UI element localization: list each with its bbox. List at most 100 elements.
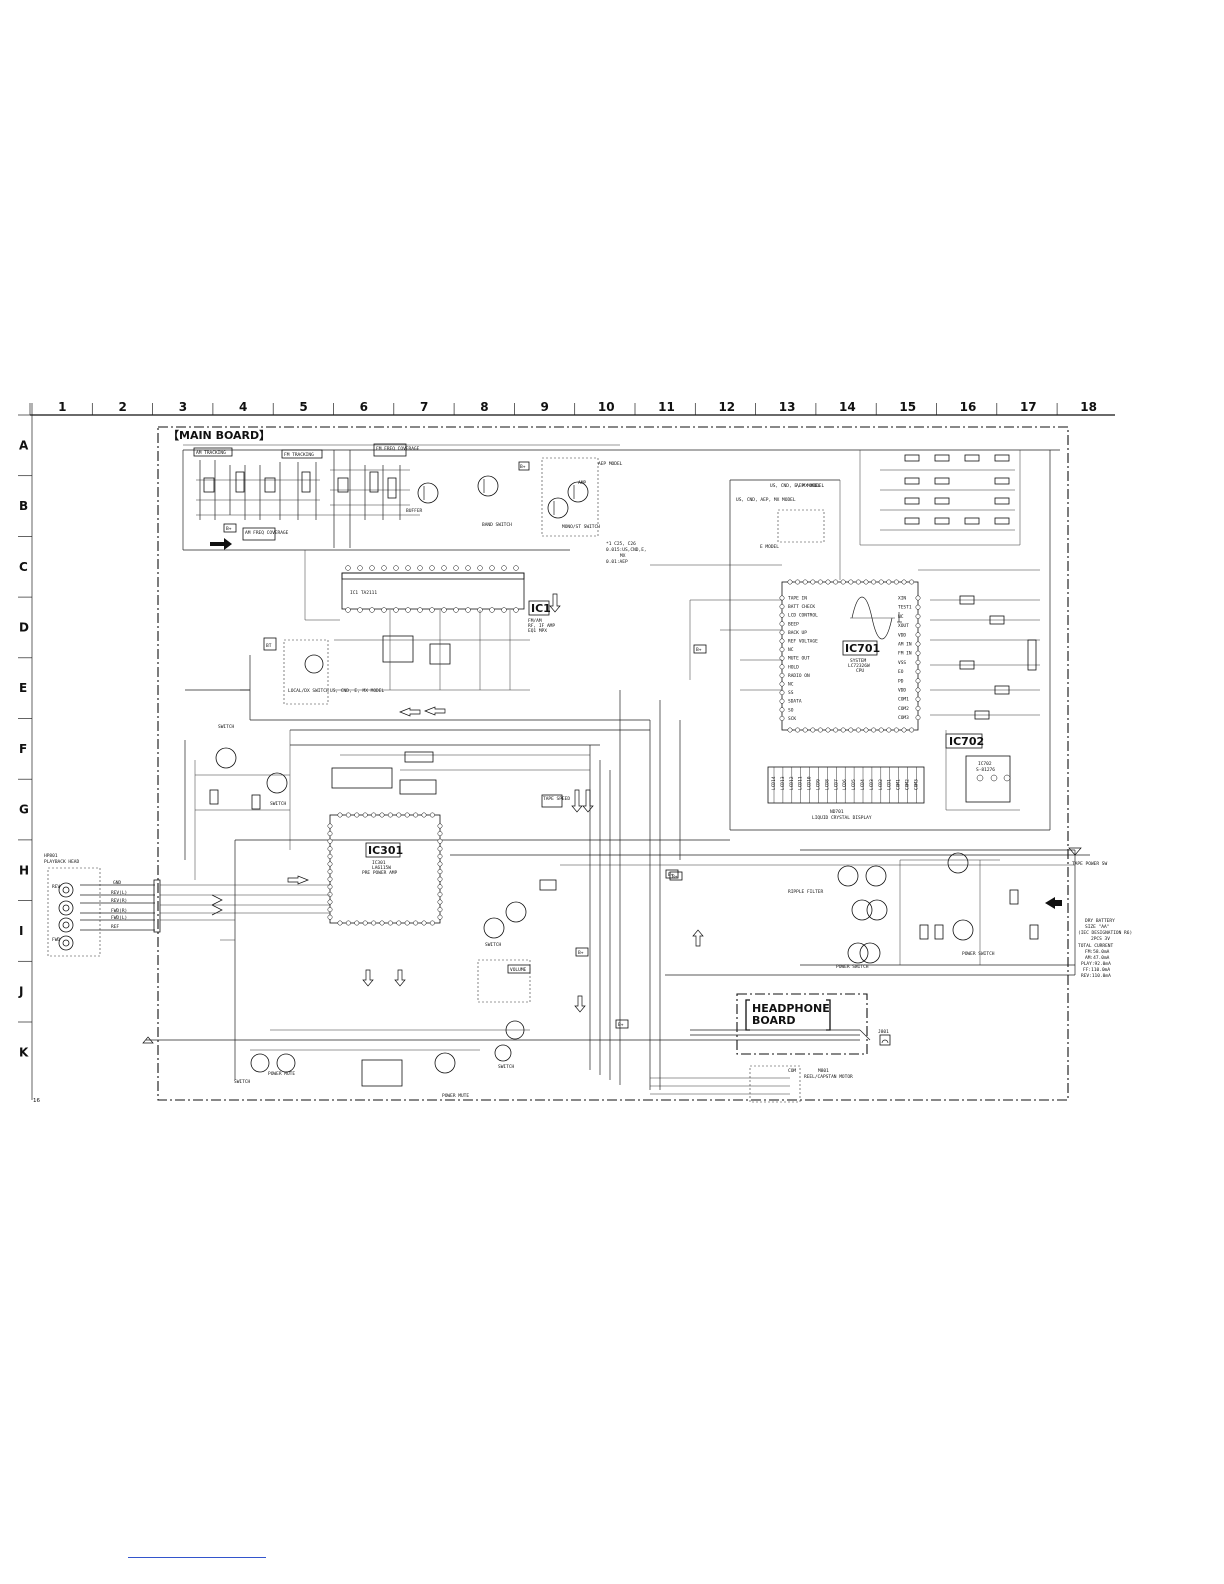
ripple-filter-label-a: RIPPLE FILTER: [788, 889, 824, 895]
ic701-pin-label: TEST1: [898, 605, 912, 611]
aep-model-label: AEP MODEL: [598, 461, 623, 467]
fwd-r-label: FWD(R): [111, 908, 127, 914]
row-label: I: [19, 924, 23, 938]
q302-switch: [505, 901, 527, 923]
switch-label-5: SWITCH: [498, 1064, 515, 1070]
ic1-part: IC1 TA2111: [350, 590, 377, 596]
column-label: 16: [960, 400, 977, 414]
b-plus-ref-7: B+: [672, 874, 678, 880]
motor-ref: M801: [818, 1068, 829, 1074]
b-plus-ref-6: B+: [668, 872, 674, 878]
q303-switch: SWITCH: [483, 917, 505, 948]
lcd-ref: ND701: [830, 809, 844, 815]
ic701-pin-label: COM2: [898, 706, 909, 712]
power-mute-label-1: POWER MUTE: [268, 1071, 295, 1077]
battery-v: 2PCS 3V: [1091, 936, 1110, 942]
ic301-desc-2: LA6115W: [372, 865, 391, 871]
ic701-pin-label: NC: [788, 682, 794, 688]
lcd-segment-label: LCD6: [842, 779, 848, 790]
ic701-pin-label: SDATA: [788, 699, 802, 705]
column-label: 2: [118, 400, 126, 414]
ic701-pin-label: EO: [898, 669, 904, 675]
q901-tuner-switch: [947, 852, 969, 874]
current-ff: FF:110.0mA: [1083, 967, 1110, 973]
playback-head-ref: HP801: [44, 853, 58, 859]
ic1-chip: IC1 TA2111: [341, 565, 525, 613]
ic701-pin-label: BEEP: [788, 621, 799, 627]
bottom-link-underline[interactable]: [128, 1557, 266, 1558]
ic301-desc-1: IC301: [372, 860, 386, 866]
ic701-label: IC701: [845, 642, 880, 655]
column-label: 7: [420, 400, 428, 414]
ic701-pin-label: LCD CONTROL: [788, 613, 818, 619]
lcd-segment-label: LCD7: [833, 779, 839, 790]
fm-tracking-label: FM TRACKING: [284, 452, 314, 458]
ic701-pin-label: SS: [788, 690, 794, 696]
rf-components: [196, 450, 420, 548]
ic1-desc-2: RF, IF AMP: [528, 623, 555, 629]
tuner-section: AM TRACKING FM TRACKING FM FREQ COVERAGE…: [182, 443, 1060, 721]
b-plus-ref-4: B+: [578, 950, 584, 956]
ic701-pin-label: VDD: [898, 632, 906, 638]
headphone-board-title-1: HEADPHONE: [752, 1002, 830, 1015]
battery-size: SIZE "AA": [1085, 924, 1109, 930]
page-number: 16: [33, 1098, 40, 1104]
power-mute-label-2: POWER MUTE: [442, 1093, 469, 1099]
q902-power-switch: POWER SWITCH: [952, 919, 995, 957]
row-label: B: [19, 499, 28, 513]
lcd-segment-label: COM2: [905, 779, 911, 790]
column-label: 10: [598, 400, 615, 414]
ic701-pin-label: AM IN: [898, 642, 912, 648]
rev-r-label: REV(R): [111, 898, 127, 904]
hp-jack-ref: J801: [878, 1029, 889, 1035]
headphone-board-title-2: BOARD: [752, 1014, 796, 1027]
q803-switch-b: SWITCH: [494, 1044, 515, 1070]
column-label: 9: [541, 400, 549, 414]
switch-label-2: SWITCH: [270, 801, 287, 807]
c25-note-1: *1 C25, C26: [606, 541, 636, 547]
pin-com: COM: [788, 1068, 796, 1074]
switch-label-4: SWITCH: [234, 1079, 251, 1085]
ic1-desc-1: FM/AM: [528, 618, 542, 624]
current-play: PLAY:92.0mA: [1081, 961, 1111, 967]
fwd-l-label: FWD(L): [111, 915, 127, 921]
column-label: 18: [1080, 400, 1097, 414]
c25-note-3: MX: [620, 553, 626, 559]
band-switch-label: BAND SWITCH: [482, 522, 512, 528]
ic701-desc-2: LC72326W: [848, 663, 870, 669]
main-board-title: 【MAIN BOARD】: [166, 428, 270, 442]
headphone-board: HEADPHONE BOARD J801: [690, 993, 891, 1055]
column-label: 11: [658, 400, 675, 414]
ic701-pin-label: XOUT: [898, 623, 909, 629]
audio-section: SWITCH SWITCH IC301 IC301 LA6115W PRE PO…: [184, 690, 1090, 1099]
aep-model-label-2: AEP MODEL: [796, 483, 821, 489]
rev-l-label: REV(L): [111, 890, 127, 896]
local-dx-label: LOCAL/DX SWITCH: [288, 688, 329, 694]
lcd-segment-label: LCD10: [807, 776, 813, 790]
power-switch-label-2: POWER SWITCH: [962, 951, 995, 957]
tape-power-sw-label: TAPE POWER SW: [1072, 861, 1108, 867]
ic701-pin-label: COM1: [898, 697, 909, 703]
ic702-desc-2: S-81276: [976, 767, 995, 773]
ic701-pin-label: PD: [898, 678, 904, 684]
key-switch-matrix: [859, 450, 1021, 546]
column-label: 13: [779, 400, 796, 414]
ic1-label: IC1: [531, 602, 551, 615]
am-tracking-label: AM TRACKING: [196, 450, 226, 456]
lcd-segment-label: COM1: [896, 779, 902, 790]
row-label: K: [19, 1045, 29, 1059]
playback-head-label: PLAYBACK HEAD: [44, 859, 80, 865]
e-model-label: E MODEL: [760, 544, 779, 550]
ic701-pin-label: NC: [898, 614, 904, 620]
ic701-pin-label: COM3: [898, 715, 909, 721]
column-label: 8: [480, 400, 488, 414]
q301-switch: SWITCH: [215, 724, 237, 769]
ic701-desc-3: CPU: [856, 668, 864, 674]
ic701-pin-label: MUTE OUT: [788, 656, 810, 662]
b-plus-ref-2: B+: [520, 464, 526, 470]
q801-power-mute: POWER MUTE: [434, 1052, 469, 1099]
battery-info: DRY BATTERY SIZE "AA" (IEC DESIGNATION R…: [1078, 918, 1132, 979]
